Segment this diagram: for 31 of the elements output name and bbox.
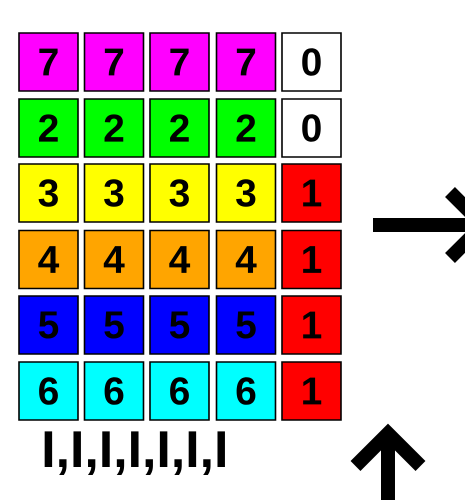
number-square: 2 (216, 98, 276, 158)
number-square: 1 (281, 230, 342, 290)
number-square: 4 (18, 230, 79, 290)
number-square: 7 (216, 32, 276, 92)
number-square: 7 (18, 32, 79, 92)
number-square: 6 (149, 361, 210, 421)
number-square: 7 (84, 32, 144, 92)
number-square: 3 (18, 163, 79, 223)
number-square: 3 (216, 163, 276, 223)
number-square: 0 (281, 98, 342, 158)
number-square: 2 (149, 98, 210, 158)
number-square: 6 (216, 361, 276, 421)
number-square: 4 (216, 230, 276, 290)
number-square: 4 (84, 230, 144, 290)
number-square: 5 (84, 295, 144, 355)
number-square: 6 (18, 361, 79, 421)
number-square: 1 (281, 295, 342, 355)
number-square: 2 (18, 98, 79, 158)
number-square: 1 (281, 163, 342, 223)
number-square: 7 (149, 32, 210, 92)
number-square: 5 (216, 295, 276, 355)
sequence-text: I,I,I,I,I,I,I (44, 431, 225, 476)
number-square: 2 (84, 98, 144, 158)
number-square: 1 (281, 361, 342, 421)
number-square: 5 (149, 295, 210, 355)
number-square: 4 (149, 230, 210, 290)
number-square: 3 (149, 163, 210, 223)
number-square: 0 (281, 32, 342, 92)
number-square: 3 (84, 163, 144, 223)
number-square: 6 (84, 361, 144, 421)
number-square: 5 (18, 295, 79, 355)
